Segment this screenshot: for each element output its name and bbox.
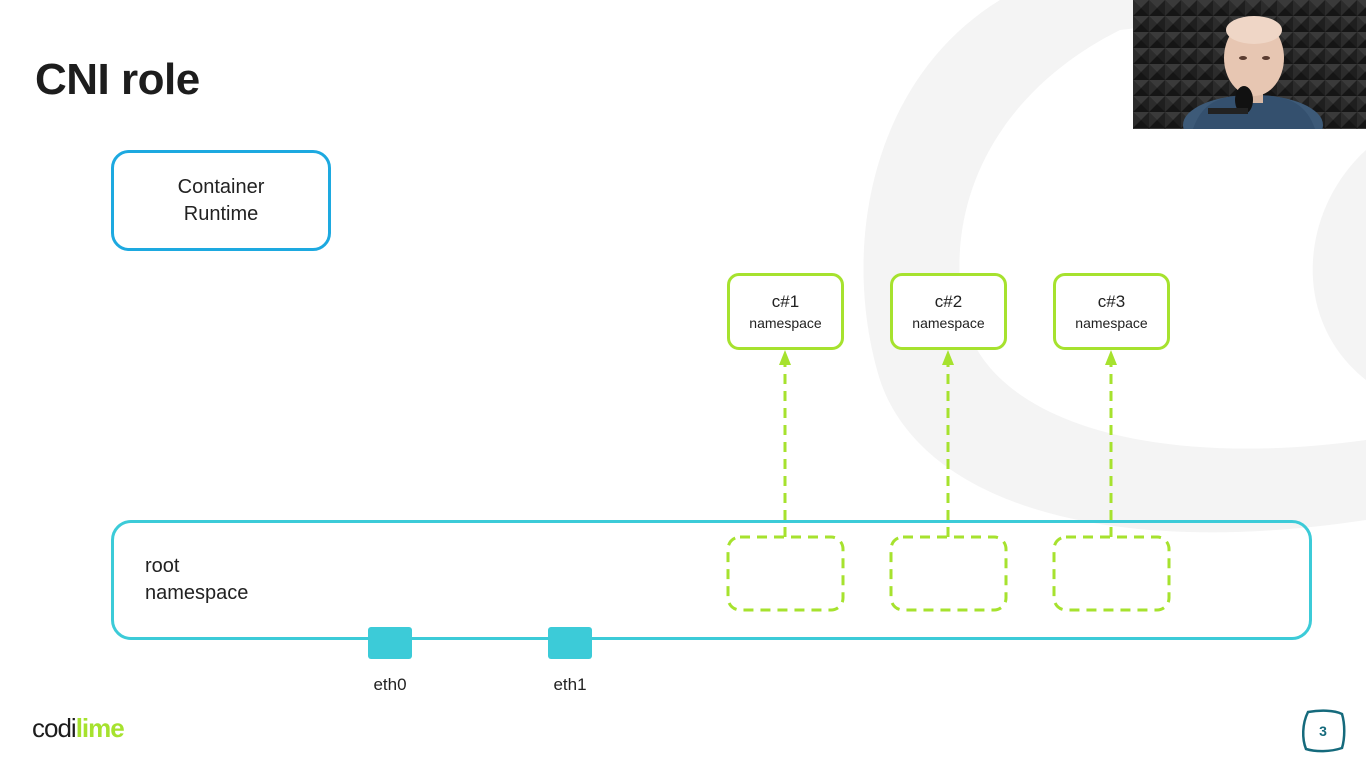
root-namespace-label: root namespace <box>145 553 248 607</box>
veth-placeholder-1 <box>726 535 845 612</box>
eth0-interface <box>368 627 412 659</box>
namespace-label: namespace <box>749 314 822 331</box>
namespace-id: c#3 <box>1097 291 1126 311</box>
presenter-webcam <box>1133 0 1366 129</box>
namespace-box-c3: c#3 namespace <box>1053 273 1170 350</box>
root-namespace-box <box>111 520 1312 640</box>
namespace-box-c2: c#2 namespace <box>890 273 1007 350</box>
logo-text-part1: codi <box>32 713 77 743</box>
namespace-id: c#1 <box>771 291 800 311</box>
arrow-head-2 <box>942 350 954 365</box>
slide-title: CNI role <box>35 55 200 104</box>
presenter-video-frame <box>1133 0 1366 129</box>
veth-placeholder-2 <box>889 535 1008 612</box>
eth0-label: eth0 <box>373 675 407 694</box>
namespace-id: c#2 <box>934 291 963 311</box>
namespace-box-c1: c#1 namespace <box>727 273 844 350</box>
namespace-label: namespace <box>1075 314 1148 331</box>
namespace-label: namespace <box>912 314 985 331</box>
container-runtime-box: Container Runtime <box>111 150 331 251</box>
veth-placeholder-3 <box>1052 535 1171 612</box>
codilime-logo: codilime <box>32 713 125 744</box>
root-namespace-label-line2: namespace <box>145 582 249 604</box>
eth1-interface <box>548 627 592 659</box>
arrow-head-3 <box>1105 350 1117 365</box>
page-number: 3 <box>1319 723 1327 739</box>
page-number-badge-icon <box>1302 709 1346 753</box>
arrow-head-1 <box>779 350 791 365</box>
logo-text-part2: lime <box>75 713 125 743</box>
eth1-label: eth1 <box>553 675 587 694</box>
container-runtime-label-line1: Container <box>177 175 265 198</box>
container-runtime-label-line2: Runtime <box>183 202 259 225</box>
root-namespace-label-line1: root <box>145 555 180 577</box>
